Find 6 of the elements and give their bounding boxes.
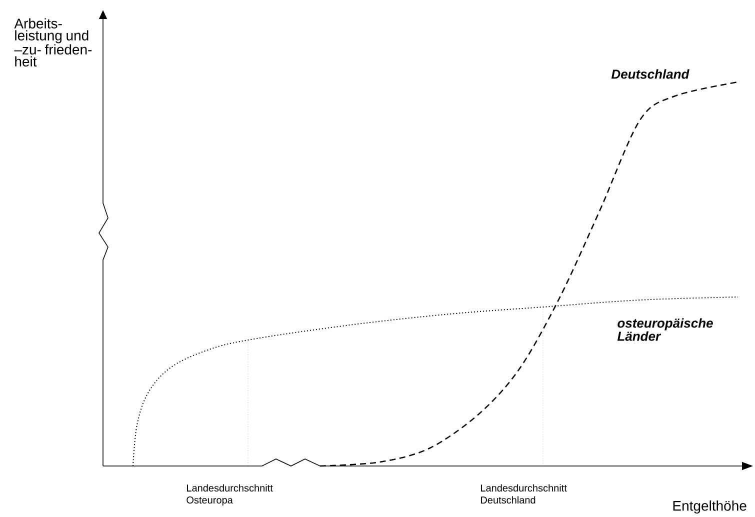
axis-annotation: Landesdurchschnitt Deutschland bbox=[481, 484, 567, 504]
axis-label: Arbeits- leistung und –zu- frieden- heit bbox=[14, 18, 92, 67]
axis-annotation: Landesdurchschnitt Osteuropa bbox=[186, 484, 273, 506]
curve-label: osteuropäische Länder bbox=[617, 318, 713, 341]
curve-label: Deutschland bbox=[611, 69, 690, 79]
axis-label: Entgelthöhe bbox=[673, 500, 746, 514]
